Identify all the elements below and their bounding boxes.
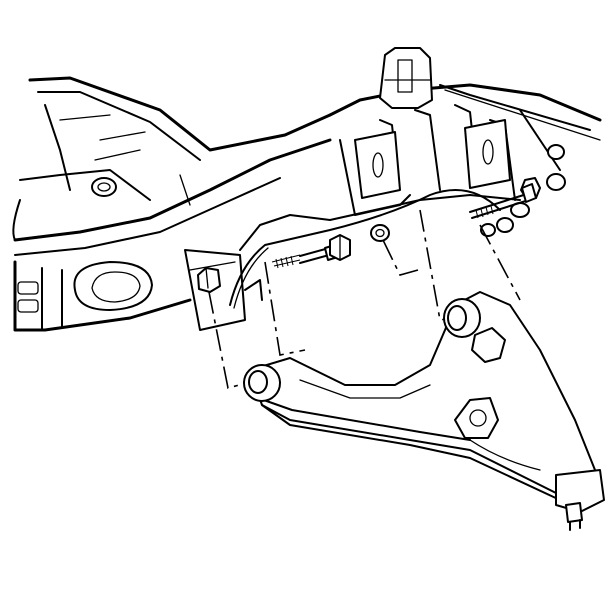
bushing-cluster (480, 144, 566, 237)
top-mount (379, 47, 433, 109)
frame-hole (91, 177, 117, 197)
arm-front-bushing (243, 364, 281, 402)
arm-hex-feature (471, 327, 506, 363)
ball-joint (555, 469, 605, 531)
rear-bolt (469, 183, 537, 219)
washer (370, 224, 390, 242)
front-nut (197, 267, 221, 293)
frame-opening (73, 261, 153, 311)
frame-rail (12, 76, 332, 332)
arm-rear-bushing (443, 298, 481, 338)
rear-bracket-right (464, 119, 511, 189)
rear-bracket-left (354, 131, 401, 199)
front-bolt-nut (329, 234, 351, 261)
front-bracket (184, 214, 331, 331)
lower-control-arm (249, 291, 596, 501)
arm-boss (454, 397, 499, 439)
brake-line (229, 189, 501, 309)
